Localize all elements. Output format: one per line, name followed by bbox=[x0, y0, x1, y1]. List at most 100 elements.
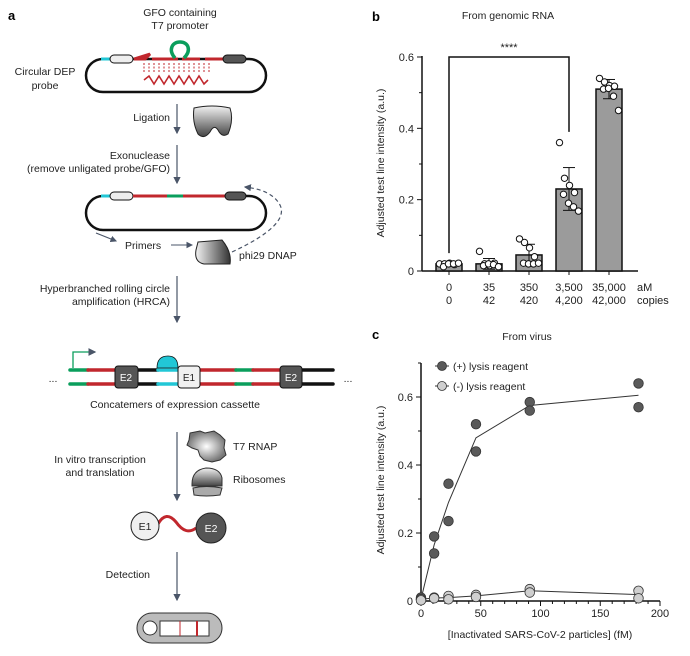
data-point bbox=[559, 190, 568, 199]
chart-b-xtick-label-copies: 0 bbox=[446, 295, 452, 307]
ellipsis-left: ... bbox=[49, 373, 58, 385]
chart-b-ytick-label: 0.4 bbox=[399, 123, 414, 135]
chart-b-xtick-label-am: 35,000 bbox=[592, 282, 626, 294]
chart-c-ytick-label: 0.6 bbox=[398, 392, 413, 404]
probe-label: Circular DEP bbox=[15, 66, 76, 78]
chart-c-xtick-label: 0 bbox=[418, 608, 424, 620]
chart-b-xtick-label-am: 3,500 bbox=[555, 282, 583, 294]
panel-a-diagram: a GFO containing T7 promoter Circular DE… bbox=[8, 7, 353, 644]
gfo-label: GFO containing bbox=[143, 7, 217, 19]
chart-b-ytick-label: 0.6 bbox=[399, 52, 414, 64]
circular-dep-probe bbox=[84, 40, 268, 94]
data-point bbox=[525, 244, 534, 252]
gfo-label-2: T7 promoter bbox=[151, 20, 209, 32]
data-point bbox=[574, 207, 583, 215]
ribosome-icon bbox=[191, 467, 223, 497]
data-point bbox=[428, 593, 440, 604]
data-point bbox=[595, 74, 604, 83]
data-point bbox=[609, 92, 618, 100]
e2-circle-label: E2 bbox=[205, 523, 218, 535]
chart-b-ylabel: Adjusted test line intensity (a.u.) bbox=[375, 89, 387, 238]
phi29-label: phi29 DNAP bbox=[239, 250, 297, 262]
data-point bbox=[515, 235, 524, 243]
data-point bbox=[633, 593, 644, 604]
promoter-arrow-icon bbox=[72, 348, 97, 368]
data-point bbox=[565, 181, 574, 190]
e1-e2-fusion-protein bbox=[130, 511, 227, 544]
data-point bbox=[494, 263, 503, 271]
data-point bbox=[470, 446, 482, 457]
ribosomes-label: Ribosomes bbox=[233, 474, 286, 486]
chart-b-unit-copies: copies bbox=[637, 295, 669, 307]
detection-label: Detection bbox=[106, 569, 151, 581]
data-point bbox=[555, 138, 564, 147]
hrca-label: Hyperbranched rolling circle bbox=[40, 283, 170, 295]
data-point bbox=[470, 419, 482, 430]
chart-b-xtick-label-am: 35 bbox=[483, 282, 495, 294]
data-point bbox=[604, 84, 613, 93]
series-line bbox=[420, 394, 639, 600]
exonuclease-label: Exonuclease bbox=[110, 150, 170, 162]
chart-c-ytick-label: 0 bbox=[407, 596, 413, 608]
data-point bbox=[454, 259, 463, 267]
panel-label-c: c bbox=[372, 327, 379, 342]
ellipsis-right: ... bbox=[344, 373, 353, 385]
panel-b-chart: b From genomic RNA Adjusted test line in… bbox=[372, 9, 669, 307]
legend-minus-lysis: (-) lysis reagent bbox=[453, 381, 525, 393]
data-point bbox=[614, 106, 623, 115]
data-point bbox=[534, 259, 543, 267]
chart-b-xtick-label-copies: 4,200 bbox=[555, 295, 583, 307]
ivtt-label: In vitro transcription bbox=[54, 454, 146, 466]
chart-c-xtick-label: 50 bbox=[475, 608, 487, 620]
hrca-label-2: amplification (HRCA) bbox=[72, 296, 170, 308]
chart-b-unit-am: aM bbox=[637, 282, 652, 294]
chart-b-xtick-label-am: 0 bbox=[446, 282, 452, 294]
data-point bbox=[633, 378, 644, 389]
data-point bbox=[633, 402, 644, 413]
chart-b-xtick-label-copies: 42 bbox=[483, 295, 495, 307]
e1-box-label: E1 bbox=[183, 373, 196, 384]
data-point bbox=[570, 188, 579, 197]
chart-b-xtick-label-copies: 42,000 bbox=[592, 295, 626, 307]
data-point bbox=[443, 515, 454, 527]
data-point bbox=[600, 78, 609, 86]
ligation-label: Ligation bbox=[133, 112, 170, 124]
chart-c-xlabel: [Inactivated SARS-CoV-2 particles] (fM) bbox=[448, 629, 632, 641]
t7-rnap-icon bbox=[186, 430, 227, 463]
data-point bbox=[470, 591, 482, 603]
chart-c-ytick-label: 0.2 bbox=[398, 528, 413, 540]
primers-icon bbox=[95, 232, 194, 249]
chart-b-ytick-label: 0 bbox=[408, 266, 414, 278]
panel-label-b: b bbox=[372, 9, 380, 24]
chart-c-ylabel: Adjusted test line intensity (a.u.) bbox=[375, 406, 387, 555]
data-point bbox=[524, 405, 535, 416]
legend-marker bbox=[437, 361, 447, 371]
probe-label-2: probe bbox=[32, 80, 59, 92]
data-point bbox=[475, 247, 484, 256]
data-point bbox=[428, 548, 440, 559]
chart-b-xtick-label-am: 350 bbox=[520, 282, 538, 294]
phi29-dnap-icon bbox=[195, 239, 231, 265]
ligase-icon bbox=[193, 105, 233, 138]
data-point bbox=[569, 203, 578, 211]
t7-rnap-bound-icon bbox=[156, 355, 179, 369]
data-point bbox=[524, 587, 535, 598]
significance-bracket bbox=[448, 56, 570, 254]
data-point bbox=[564, 199, 573, 207]
data-point bbox=[560, 174, 569, 182]
concatemers-label: Concatemers of expression cassette bbox=[90, 399, 260, 411]
legend-plus-lysis: (+) lysis reagent bbox=[453, 361, 528, 373]
ligated-circular-probe bbox=[84, 184, 282, 253]
chart-b-ytick-label: 0.2 bbox=[399, 195, 414, 207]
data-point bbox=[443, 478, 454, 489]
chart-b-xtick-label-copies: 420 bbox=[520, 295, 538, 307]
data-point bbox=[530, 253, 539, 261]
concatemer-dna bbox=[68, 348, 335, 389]
chart-c-title: From virus bbox=[502, 331, 552, 343]
significance-label: **** bbox=[500, 42, 518, 54]
exonuclease-label-2: (remove unligated probe/GFO) bbox=[27, 163, 170, 175]
data-point bbox=[415, 595, 427, 606]
ivtt-label-2: and translation bbox=[66, 467, 135, 479]
panel-c-chart: c From virus Adjusted test line intensit… bbox=[372, 327, 669, 641]
